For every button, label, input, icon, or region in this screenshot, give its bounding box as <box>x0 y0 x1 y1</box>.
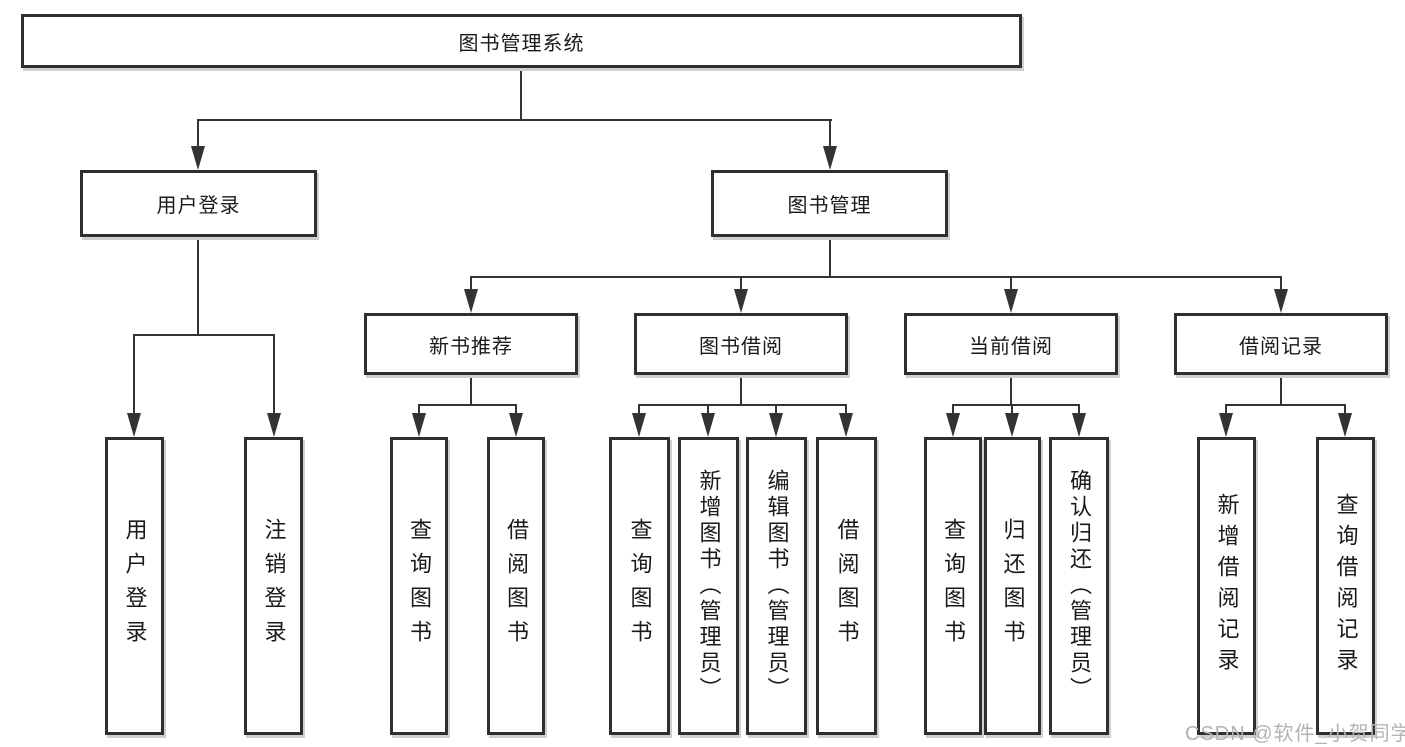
leaf-bb-edit-book-admin: 编辑图书（管理员） <box>746 437 807 735</box>
node-new-book-recommend: 新书推荐 <box>364 313 578 375</box>
leaf-nbr-borrow-book: 借阅图书 <box>487 437 545 735</box>
connector-to-book-borrow-stem <box>740 276 742 294</box>
arrow-down-to-leaf-br-add <box>1219 413 1233 437</box>
node-borrow-record-label: 借阅记录 <box>1239 335 1323 358</box>
connector-to-leaf-bb-query-stem <box>638 404 640 416</box>
connector-to-borrow-record-stem <box>1280 276 1282 294</box>
node-root-label: 图书管理系统 <box>458 32 585 55</box>
node-root: 图书管理系统 <box>21 14 1022 68</box>
leaf-cb-confirm-return-admin-label: 确认归还（管理员） <box>1067 469 1092 703</box>
leaf-user-login-label: 用户登录 <box>122 518 148 654</box>
connector-to-leaf-cb-confirm-stem <box>1078 404 1080 416</box>
arrow-down-to-leaf-bb-add <box>701 413 715 437</box>
leaf-cb-query-book-label: 查询图书 <box>941 518 966 654</box>
connector-to-leaf-logout-stem <box>273 334 275 418</box>
arrow-down-to-leaf-cb-return <box>1005 413 1019 437</box>
connector-new-book-recommend-stem <box>470 375 472 406</box>
connector-book-management-split <box>470 276 1282 278</box>
connector-root-split <box>197 119 832 121</box>
arrow-down-to-book-management <box>823 146 837 170</box>
connector-user-login-stem <box>197 237 199 336</box>
node-new-book-recommend-label: 新书推荐 <box>429 335 513 358</box>
connector-to-leaf-br-add-stem <box>1225 404 1227 416</box>
leaf-br-query-record: 查询借阅记录 <box>1316 437 1375 735</box>
node-user-login: 用户登录 <box>80 170 317 237</box>
leaf-bb-add-book-admin: 新增图书（管理员） <box>678 437 739 735</box>
leaf-cb-query-book: 查询图书 <box>924 437 982 735</box>
connector-to-leaf-cb-query-stem <box>952 404 954 416</box>
connector-to-leaf-bb-borrow-stem <box>845 404 847 416</box>
leaf-cb-return-book-label: 归还图书 <box>1000 518 1026 654</box>
node-book-management-label: 图书管理 <box>787 195 872 217</box>
arrow-down-to-leaf-bb-query <box>632 413 646 437</box>
connector-current-borrow-stem <box>1010 375 1012 406</box>
connector-to-leaf-cb-return-stem <box>1011 404 1013 416</box>
leaf-br-add-record: 新增借阅记录 <box>1197 437 1256 735</box>
connector-current-borrow-split <box>952 404 1080 406</box>
connector-to-leaf-bb-add-stem <box>707 404 709 416</box>
connector-to-book-management-stem <box>829 119 831 151</box>
arrow-down-to-new-book-recommend <box>464 289 478 313</box>
leaf-bb-edit-book-admin-label: 编辑图书（管理员） <box>764 469 790 703</box>
connector-book-management-stem <box>829 237 831 278</box>
arrow-down-to-leaf-logout <box>267 413 281 437</box>
node-current-borrow: 当前借阅 <box>904 313 1118 375</box>
connector-borrow-record-split <box>1225 404 1346 406</box>
arrow-down-to-leaf-nbr-query <box>412 413 426 437</box>
leaf-bb-query-book: 查询图书 <box>609 437 670 735</box>
arrow-down-to-borrow-record <box>1274 289 1288 313</box>
leaf-user-login: 用户登录 <box>105 437 164 735</box>
leaf-logout-label: 注销登录 <box>261 518 287 654</box>
leaf-cb-return-book: 归还图书 <box>984 437 1041 735</box>
node-borrow-record: 借阅记录 <box>1174 313 1388 375</box>
leaf-nbr-query-book: 查询图书 <box>390 437 448 735</box>
connector-to-new-book-recommend-stem <box>470 276 472 294</box>
leaf-bb-borrow-book: 借阅图书 <box>816 437 877 735</box>
connector-to-user-login-stem <box>197 119 199 151</box>
node-book-borrow: 图书借阅 <box>634 313 848 375</box>
connector-new-book-recommend-split <box>418 404 517 406</box>
connector-book-borrow-split <box>638 404 847 406</box>
connector-to-leaf-br-query-stem <box>1344 404 1346 416</box>
arrow-down-to-user-login <box>191 146 205 170</box>
leaf-bb-add-book-admin-label: 新增图书（管理员） <box>696 469 722 703</box>
arrow-down-to-current-borrow <box>1004 289 1018 313</box>
leaf-cb-confirm-return-admin: 确认归还（管理员） <box>1049 437 1109 735</box>
arrow-down-to-leaf-user-login <box>127 413 141 437</box>
connector-book-borrow-stem <box>740 375 742 406</box>
connector-user-login-split <box>133 334 275 336</box>
node-book-borrow-label: 图书借阅 <box>699 335 783 358</box>
arrow-down-to-leaf-br-query <box>1338 413 1352 437</box>
leaf-nbr-query-book-label: 查询图书 <box>407 518 432 654</box>
arrow-down-to-leaf-bb-borrow <box>839 413 853 437</box>
arrow-down-to-leaf-cb-query <box>946 413 960 437</box>
leaf-logout: 注销登录 <box>244 437 303 735</box>
connector-to-leaf-nbr-query-stem <box>418 404 420 416</box>
node-current-borrow-label: 当前借阅 <box>969 335 1053 358</box>
arrow-down-to-leaf-nbr-borrow <box>509 413 523 437</box>
arrow-down-to-book-borrow <box>734 289 748 313</box>
watermark: CSDN @软件_小贺同学 <box>1185 723 1405 745</box>
connector-to-leaf-nbr-borrow-stem <box>515 404 517 416</box>
leaf-br-query-record-label: 查询借阅记录 <box>1333 493 1359 679</box>
node-book-management: 图书管理 <box>711 170 948 237</box>
arrow-down-to-leaf-bb-edit <box>769 413 783 437</box>
arrow-down-to-leaf-cb-confirm <box>1072 413 1086 437</box>
connector-to-current-borrow-stem <box>1010 276 1012 294</box>
connector-root-stem <box>520 68 522 121</box>
connector-to-leaf-user-login-stem <box>133 334 135 418</box>
connector-borrow-record-stem <box>1280 375 1282 406</box>
leaf-bb-borrow-book-label: 借阅图书 <box>834 518 860 654</box>
leaf-br-add-record-label: 新增借阅记录 <box>1214 493 1240 679</box>
connector-to-leaf-bb-edit-stem <box>775 404 777 416</box>
node-user-login-label: 用户登录 <box>156 195 241 217</box>
leaf-bb-query-book-label: 查询图书 <box>627 518 653 654</box>
leaf-nbr-borrow-book-label: 借阅图书 <box>504 518 529 654</box>
